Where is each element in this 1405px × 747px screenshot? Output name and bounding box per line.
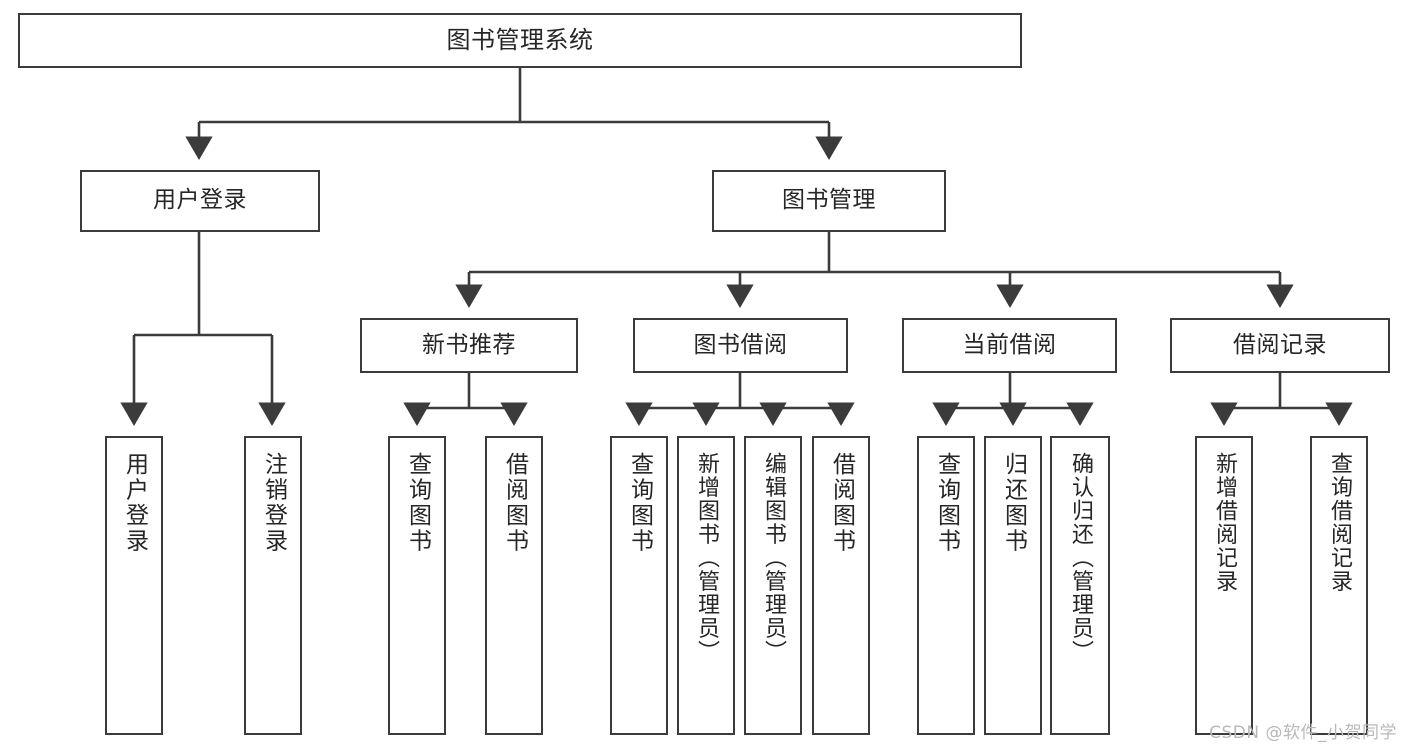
node-user-login[interactable]: 用户登录 — [80, 170, 320, 232]
leaf-user-login[interactable]: 用户登录 — [105, 436, 163, 735]
leaf-add-book-admin[interactable]: 新增图书（管理员） — [677, 436, 735, 735]
node-book-management[interactable]: 图书管理 — [712, 170, 946, 232]
node-label: 编辑图书（管理员） — [761, 452, 786, 664]
leaf-query-borrow-record[interactable]: 查询借阅记录 — [1310, 436, 1368, 735]
node-label: 查询图书 — [933, 452, 960, 554]
node-book-borrow[interactable]: 图书借阅 — [633, 318, 848, 373]
node-label: 当前借阅 — [962, 331, 1057, 358]
node-label: 借阅图书 — [828, 452, 855, 554]
leaf-query-book-borrow[interactable]: 查询图书 — [610, 436, 668, 735]
leaf-query-book-current[interactable]: 查询图书 — [917, 436, 975, 735]
watermark-text: CSDN @软件_小贺同学 — [1209, 723, 1397, 743]
leaf-add-borrow-record[interactable]: 新增借阅记录 — [1195, 436, 1253, 735]
node-label: 用户登录 — [153, 187, 247, 214]
node-label: 查询图书 — [404, 452, 431, 554]
node-label: 图书借阅 — [693, 331, 788, 358]
node-label: 确认归还（管理员） — [1068, 452, 1093, 664]
node-label: 借阅图书 — [501, 452, 528, 554]
node-label: 新增借阅记录 — [1212, 452, 1237, 593]
node-label: 注销登录 — [260, 452, 287, 554]
node-label: 图书管理 — [782, 187, 876, 214]
leaf-logout[interactable]: 注销登录 — [244, 436, 302, 735]
leaf-borrow-book-recommend[interactable]: 借阅图书 — [485, 436, 543, 735]
leaf-borrow-book[interactable]: 借阅图书 — [812, 436, 870, 735]
node-label: 借阅记录 — [1233, 331, 1327, 358]
node-label: 图书管理系统 — [446, 26, 594, 55]
leaf-confirm-return-admin[interactable]: 确认归还（管理员） — [1050, 436, 1110, 735]
node-label: 用户登录 — [121, 452, 148, 554]
node-label: 查询借阅记录 — [1327, 452, 1352, 593]
leaf-return-book[interactable]: 归还图书 — [984, 436, 1042, 735]
node-borrow-record[interactable]: 借阅记录 — [1170, 318, 1390, 373]
node-new-book-recommend[interactable]: 新书推荐 — [360, 318, 578, 373]
node-label: 新书推荐 — [422, 331, 516, 358]
node-label: 查询图书 — [626, 452, 653, 554]
node-root-system[interactable]: 图书管理系统 — [18, 13, 1022, 68]
leaf-query-book-recommend[interactable]: 查询图书 — [388, 436, 446, 735]
node-label: 归还图书 — [1000, 452, 1027, 554]
node-current-borrow[interactable]: 当前借阅 — [902, 318, 1117, 373]
node-label: 新增图书（管理员） — [694, 452, 719, 664]
leaf-edit-book-admin[interactable]: 编辑图书（管理员） — [744, 436, 802, 735]
